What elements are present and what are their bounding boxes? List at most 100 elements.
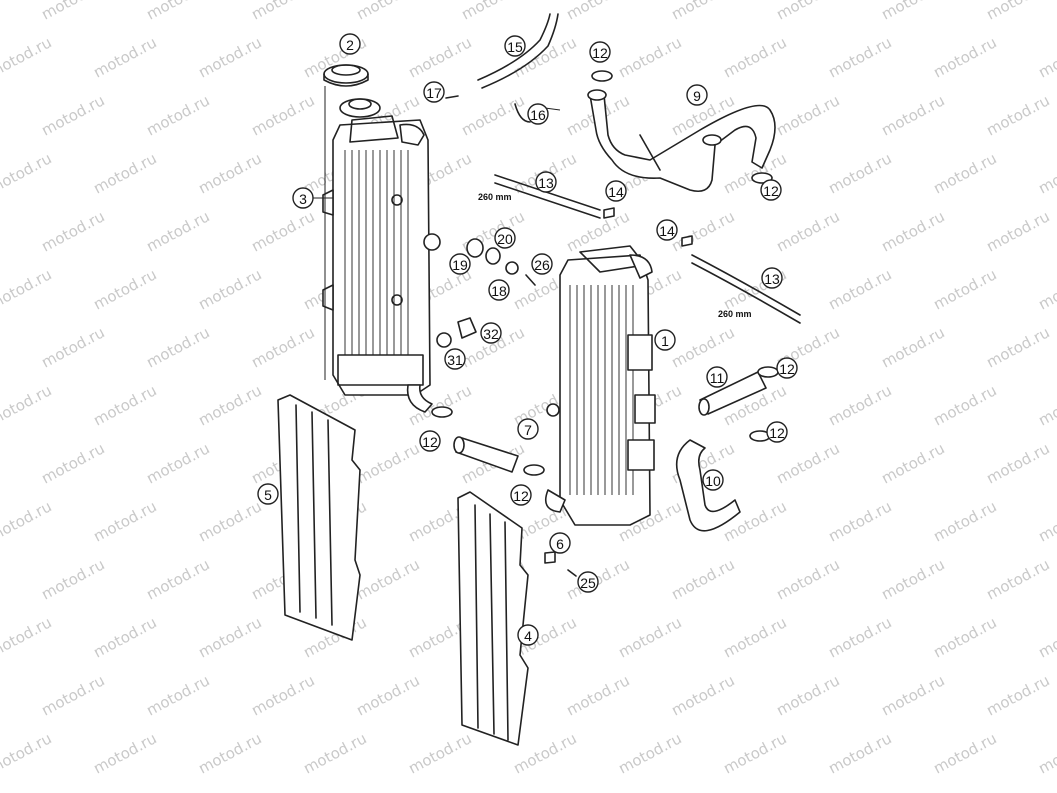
watermark-text: motod.ru [0,671,3,719]
callout-26: 26 [531,253,553,275]
watermark-text: motod.ru [195,497,264,545]
watermark-text: motod.ru [563,671,632,719]
callout-12: 12 [510,484,532,506]
watermark-text: motod.ru [0,265,55,313]
watermark-text: motod.ru [405,33,474,81]
watermark-text: motod.ru [195,381,264,429]
callout-12: 12 [589,41,611,63]
watermark-text: motod.ru [0,91,3,139]
wire-16 [514,103,531,123]
callout-6: 6 [549,532,571,554]
watermark-text: motod.ru [0,323,3,371]
callout-number: 26 [534,257,550,273]
callout-number: 12 [592,45,608,61]
shroud-left [277,394,361,641]
callout-number: 16 [530,107,546,123]
watermark-text: motod.ru [773,91,842,139]
watermark-text: motod.ru [668,323,737,371]
watermark-text: motod.ru [143,91,212,139]
left-radiator [322,98,441,413]
watermark-text: motod.ru [0,149,55,197]
callout-number: 12 [763,183,779,199]
watermark-text: motod.ru [38,91,107,139]
callout-layer: 1234567910111212121212121313141415161718… [257,33,798,646]
watermark-text: motod.ru [353,439,422,487]
callout-12: 12 [776,357,798,379]
callout-4: 4 [517,624,539,646]
watermark-text: motod.ru [878,555,947,603]
watermark-text: motod.ru [143,555,212,603]
watermark-text: motod.ru [90,149,159,197]
watermark-text: motod.ru [668,0,737,24]
watermark-text: motod.ru [720,33,789,81]
callout-number: 20 [497,231,513,247]
watermark-text: motod.ru [510,729,579,777]
callout-number: 6 [556,536,564,552]
callout-14: 14 [656,219,678,241]
watermark-text: motod.ru [38,207,107,255]
callout-9: 9 [686,84,708,106]
callout-number: 12 [513,488,529,504]
hose-10 [675,439,741,532]
watermark-text: motod.ru [825,33,894,81]
watermark-text: motod.ru [878,0,947,24]
watermark-text: motod.ru [353,671,422,719]
watermark-text: motod.ru [668,555,737,603]
watermark-text: motod.ru [825,381,894,429]
callout-number: 7 [524,422,532,438]
radiator-cap [323,64,369,87]
watermark-text: motod.ru [930,729,999,777]
watermark-text: motod.ru [983,555,1052,603]
watermark-text: motod.ru [0,207,3,255]
watermark-text: motod.ru [825,497,894,545]
watermark-text: motod.ru [143,0,212,24]
watermark-text: motod.ru [983,323,1052,371]
callout-number: 5 [264,487,272,503]
watermark-text: motod.ru [983,91,1052,139]
watermark-text: motod.ru [1035,497,1057,545]
watermark-text: motod.ru [405,729,474,777]
callout-number: 9 [693,88,701,104]
callout-number: 11 [710,370,725,386]
watermark-text: motod.ru [195,149,264,197]
watermark-text: motod.ru [1035,149,1057,197]
watermark-text: motod.ru [90,381,159,429]
watermark-text: motod.ru [668,207,737,255]
watermark-text: motod.ru [825,149,894,197]
callout-14: 14 [605,180,627,202]
watermark-text: motod.ru [563,207,632,255]
watermark-text: motod.ru [930,613,999,661]
watermark-text: motod.ru [143,671,212,719]
callout-5: 5 [257,483,279,505]
watermark-text: motod.ru [983,439,1052,487]
callout-3: 3 [292,187,314,209]
hose-15 [477,13,551,81]
watermark-text: motod.ru [878,323,947,371]
watermark-text: motod.ru [248,671,317,719]
callout-31: 31 [444,348,466,370]
watermark-text: motod.ru [773,0,842,24]
callout-number: 14 [659,223,675,239]
watermark-text: motod.ru [0,729,55,777]
callout-32: 32 [480,322,502,344]
watermark-text: motod.ru [878,91,947,139]
watermark-text: motod.ru [90,33,159,81]
watermark-text: motod.ru [825,729,894,777]
callout-7: 7 [517,418,539,440]
callout-number: 2 [346,37,354,53]
right-radiator [544,245,656,526]
watermark-text: motod.ru [720,613,789,661]
callout-12: 12 [766,421,788,443]
callout-number: 3 [299,191,307,207]
hose-11 [698,371,767,416]
watermark-text: motod.ru [353,555,422,603]
watermark-text: motod.ru [930,497,999,545]
watermark-text: motod.ru [0,613,55,661]
watermark-text: motod.ru [300,729,369,777]
watermark-text: motod.ru [930,33,999,81]
watermark-text: motod.ru [1035,613,1057,661]
watermark-text: motod.ru [195,265,264,313]
callout-number: 12 [422,434,438,450]
watermark-text: motod.ru [1035,729,1057,777]
watermark-text: motod.ru [248,91,317,139]
